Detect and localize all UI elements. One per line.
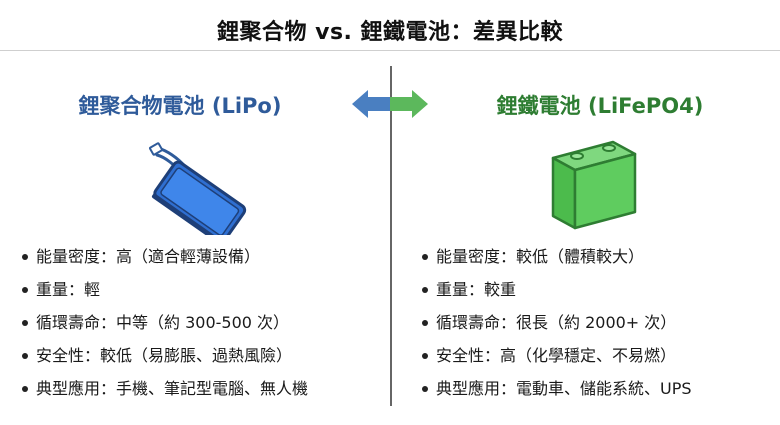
list-item-text: 重量：輕 — [36, 280, 101, 299]
list-item-text: 循環壽命：中等（約 300-500 次） — [36, 313, 290, 332]
list-item: 安全性：較低（易膨脹、過熱風險） — [20, 339, 308, 372]
list-item: 能量密度：較低（體積較大） — [420, 240, 692, 273]
lipo-feature-list: 能量密度：高（適合輕薄設備） 重量：輕 循環壽命：中等（約 300-500 次）… — [20, 240, 308, 405]
bullet — [422, 254, 428, 260]
bullet — [22, 254, 28, 260]
arrow-right-half — [390, 90, 428, 118]
bullet — [422, 320, 428, 326]
list-item: 典型應用：電動車、儲能系統、UPS — [420, 372, 692, 405]
list-item-text: 安全性：較低（易膨脹、過熱風險） — [36, 346, 293, 365]
list-item-text: 重量：較重 — [436, 280, 517, 299]
lifepo4-battery-icon — [551, 140, 637, 230]
list-item-text: 安全性：高（化學穩定、不易燃） — [436, 346, 677, 365]
arrow-left-half — [352, 90, 390, 118]
double-arrow-icon — [352, 90, 428, 118]
bullet — [22, 386, 28, 392]
list-item: 重量：較重 — [420, 273, 692, 306]
lipo-battery-icon — [149, 142, 247, 235]
center-divider — [390, 66, 392, 406]
bullet — [22, 320, 28, 326]
list-item-text: 典型應用：電動車、儲能系統、UPS — [436, 379, 692, 398]
list-item-text: 典型應用：手機、筆記型電腦、無人機 — [36, 379, 309, 398]
list-item: 循環壽命：中等（約 300-500 次） — [20, 306, 308, 339]
list-item-text: 能量密度：較低（體積較大） — [436, 247, 645, 266]
list-item: 重量：輕 — [20, 273, 308, 306]
bullet — [22, 353, 28, 359]
list-item: 安全性：高（化學穩定、不易燃） — [420, 339, 692, 372]
list-item: 能量密度：高（適合輕薄設備） — [20, 240, 308, 273]
bullet — [422, 386, 428, 392]
lifepo4-feature-list: 能量密度：較低（體積較大） 重量：較重 循環壽命：很長（約 2000+ 次） 安… — [420, 240, 692, 405]
title-rule — [0, 50, 780, 51]
bullet — [22, 287, 28, 293]
list-item: 典型應用：手機、筆記型電腦、無人機 — [20, 372, 308, 405]
bullet — [422, 287, 428, 293]
list-item: 循環壽命：很長（約 2000+ 次） — [420, 306, 692, 339]
page-title: 鋰聚合物 vs. 鋰鐵電池：差異比較 — [216, 20, 564, 45]
list-item-text: 能量密度：高（適合輕薄設備） — [36, 247, 261, 266]
lipo-heading: 鋰聚合物電池 (LiPo) — [78, 94, 282, 118]
lifepo4-heading: 鋰鐵電池 (LiFePO4) — [496, 94, 704, 118]
bullet — [422, 353, 428, 359]
list-item-text: 循環壽命：很長（約 2000+ 次） — [436, 313, 677, 332]
